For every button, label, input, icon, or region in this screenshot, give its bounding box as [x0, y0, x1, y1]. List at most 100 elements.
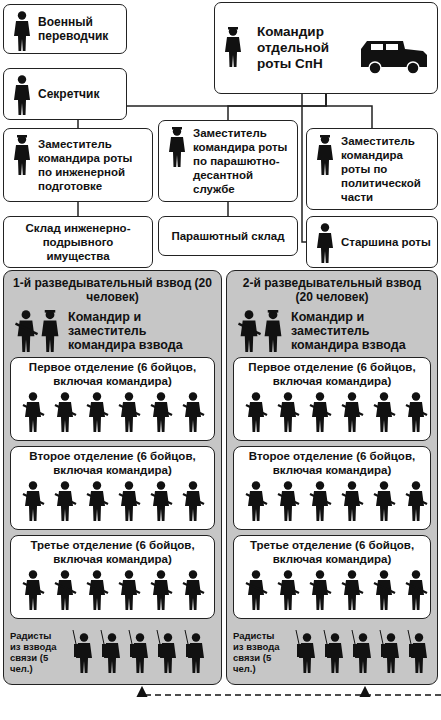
soldier-figure	[374, 481, 395, 521]
squad-soldiers	[238, 479, 434, 523]
connector-line	[326, 94, 372, 128]
figure-part	[381, 644, 388, 657]
figure-part	[80, 633, 88, 641]
figure-part	[73, 630, 76, 644]
soldier-figure	[317, 223, 333, 263]
dashed-signal-arrow	[364, 687, 366, 695]
figure-part	[46, 310, 55, 319]
figure-part	[342, 494, 363, 504]
soldier-figure	[55, 570, 76, 610]
soldier-figure	[151, 481, 172, 521]
officer-box: Старшина роты	[306, 216, 438, 268]
figure-part	[408, 630, 411, 644]
figure-part	[353, 644, 360, 657]
figure-part	[93, 392, 101, 400]
figure-part	[303, 633, 311, 641]
node-text: Заместитель командира роты по парашютно-…	[193, 126, 292, 196]
vehicle-icon	[357, 37, 431, 77]
node-text: 2-й разведывательный взвод (20 человек)	[227, 274, 437, 307]
figure-part	[296, 630, 299, 644]
figure-part	[125, 570, 133, 578]
figure-part	[348, 392, 356, 400]
figure-part	[278, 583, 299, 593]
soldier-figure	[278, 481, 299, 521]
soldier-figure	[55, 392, 76, 432]
figure-part	[14, 145, 30, 175]
figure-part	[352, 630, 355, 644]
commander-box: Командир отдельной роты СпН	[214, 2, 438, 94]
figure-part	[387, 633, 395, 641]
figure-part	[252, 481, 260, 489]
node-text: Военный переводчик	[38, 15, 121, 43]
node-text: Командир и заместитель командира взвода	[227, 307, 437, 354]
figure-part	[125, 392, 133, 400]
figure-part	[374, 494, 395, 504]
figure-part	[412, 392, 420, 400]
figure-part	[246, 583, 267, 593]
figure-part	[252, 570, 260, 578]
figure-part	[374, 583, 395, 593]
figure-part	[406, 583, 427, 593]
figure-part	[380, 481, 388, 489]
figure-part	[297, 644, 304, 657]
squad-box: Первое отделение (6 бойцов, включая кома…	[10, 357, 215, 441]
node-text: Заместитель командира роты по политическ…	[341, 134, 432, 204]
figure-part	[93, 570, 101, 578]
node-text: Склад инженерно-подрывного имущества	[10, 221, 146, 263]
dashed-signal-line	[142, 694, 441, 696]
figure-part	[189, 481, 197, 489]
figure-part	[185, 630, 188, 644]
figure-part	[17, 135, 27, 138]
soldier-figure	[342, 570, 363, 610]
figure-part	[374, 405, 395, 415]
squad-box: Третье отделение (6 бойцов, включая кома…	[233, 535, 431, 619]
soldier-figure	[310, 481, 331, 521]
figure-part	[157, 481, 165, 489]
figure-part	[316, 570, 324, 578]
figure-part	[173, 127, 181, 135]
vehicle-window	[386, 44, 398, 50]
person-icon	[312, 133, 338, 177]
figure-part	[359, 633, 367, 641]
node-text: Заместитель командира роты по инженерной…	[38, 137, 147, 193]
figure-part	[129, 630, 132, 644]
node-text: Третье отделение (6 бойцов, включая кома…	[238, 539, 426, 566]
soldier-figure	[278, 392, 299, 432]
figure-part	[239, 324, 261, 335]
soldier-figure	[87, 570, 108, 610]
soldier-figure	[14, 135, 30, 175]
figure-part	[14, 85, 30, 115]
figure-part	[406, 405, 427, 415]
figure-part	[415, 633, 423, 641]
figure-part	[87, 405, 108, 415]
figure-part	[348, 570, 356, 578]
figure-part	[74, 644, 81, 657]
squad-soldiers	[15, 390, 211, 434]
figure-part	[412, 481, 420, 489]
soldier-figure	[246, 481, 267, 521]
platoon-commanders-icon	[10, 308, 66, 352]
node-text: Старшина роты	[341, 235, 431, 249]
figure-part	[29, 392, 37, 400]
soldier-figure	[87, 481, 108, 521]
figure-part	[409, 644, 416, 657]
vehicle-wheel	[407, 62, 419, 74]
squad-soldiers	[238, 568, 434, 612]
soldier-figure	[183, 481, 204, 521]
vehicle-wheel	[369, 62, 381, 74]
soldier-figure	[16, 310, 38, 352]
soldier-figure	[14, 75, 30, 115]
soldier-figure	[342, 392, 363, 432]
figure-part	[18, 135, 26, 143]
store-box: Парашютный склад	[158, 216, 298, 256]
soldier-figure	[14, 11, 30, 51]
node-text: Второе отделение (6 бойцов, включая кома…	[15, 450, 210, 477]
figure-part	[380, 570, 388, 578]
figure-part	[101, 630, 104, 644]
radio-row: Радисты из взвода связи (5 чел.)	[4, 624, 221, 682]
squad-soldiers	[15, 568, 211, 612]
figure-part	[245, 310, 254, 319]
figure-part	[317, 145, 333, 175]
soldier-figure	[380, 630, 399, 673]
figure-part	[125, 481, 133, 489]
